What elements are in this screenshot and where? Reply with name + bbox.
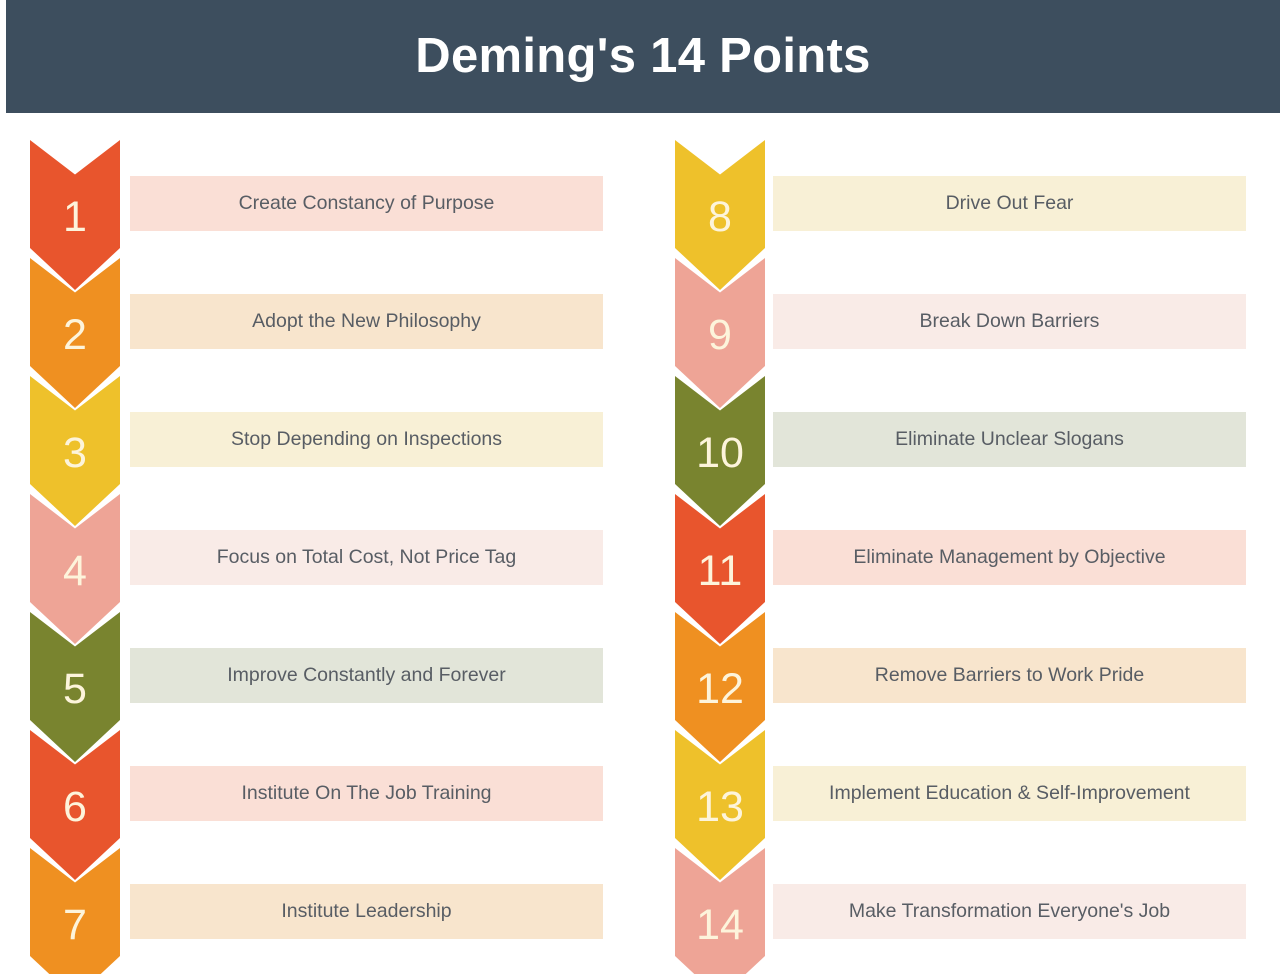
- point-label-bar[interactable]: Stop Depending on Inspections: [130, 412, 603, 467]
- point-row: Remove Barriers to Work Pride 12: [644, 612, 1280, 762]
- point-label-bar[interactable]: Drive Out Fear: [773, 176, 1246, 231]
- page-title: Deming's 14 Points: [415, 29, 871, 83]
- point-label-bar[interactable]: Remove Barriers to Work Pride: [773, 648, 1246, 703]
- point-number: 6: [63, 782, 87, 831]
- point-row: Create Constancy of Purpose 1: [0, 140, 640, 290]
- point-row: Improve Constantly and Forever 5: [0, 612, 640, 762]
- point-number: 10: [696, 428, 744, 477]
- point-number: 14: [696, 900, 744, 949]
- point-label: Focus on Total Cost, Not Price Tag: [216, 546, 517, 569]
- point-label: Make Transformation Everyone's Job: [848, 900, 1171, 923]
- point-label: Create Constancy of Purpose: [238, 192, 495, 215]
- point-label: Drive Out Fear: [945, 192, 1074, 215]
- point-row: Make Transformation Everyone's Job 14: [644, 848, 1280, 974]
- point-row: Stop Depending on Inspections 3: [0, 376, 640, 526]
- point-label: Institute On The Job Training: [241, 782, 492, 805]
- point-label: Adopt the New Philosophy: [252, 310, 481, 333]
- point-label-bar[interactable]: Implement Education & Self-Improvement: [773, 766, 1246, 821]
- point-number: 5: [63, 664, 87, 713]
- point-label: Institute Leadership: [281, 900, 452, 923]
- point-number: 9: [708, 310, 732, 359]
- point-number: 3: [63, 428, 87, 477]
- point-label-bar[interactable]: Institute Leadership: [130, 884, 603, 939]
- point-row: Adopt the New Philosophy 2: [0, 258, 640, 408]
- point-label-bar[interactable]: Eliminate Unclear Slogans: [773, 412, 1246, 467]
- point-number: 1: [63, 192, 87, 241]
- point-number: 7: [63, 900, 87, 949]
- point-row: Drive Out Fear 8: [644, 140, 1280, 290]
- point-label-bar[interactable]: Focus on Total Cost, Not Price Tag: [130, 530, 603, 585]
- point-row: Institute On The Job Training 6: [0, 730, 640, 880]
- header-band: Deming's 14 Points: [6, 0, 1280, 113]
- point-label-bar[interactable]: Improve Constantly and Forever: [130, 648, 603, 703]
- point-label: Implement Education & Self-Improvement: [829, 782, 1190, 805]
- point-label-bar[interactable]: Make Transformation Everyone's Job: [773, 884, 1246, 939]
- point-number: 11: [697, 546, 743, 595]
- chevron-marker-icon[interactable]: 8: [675, 140, 765, 290]
- point-row: Eliminate Management by Objective 11: [644, 494, 1280, 644]
- point-label: Remove Barriers to Work Pride: [874, 664, 1145, 687]
- point-row: Institute Leadership 7: [0, 848, 640, 974]
- point-label: Eliminate Management by Objective: [853, 546, 1166, 569]
- point-label: Improve Constantly and Forever: [227, 664, 506, 687]
- point-number: 12: [696, 664, 744, 713]
- point-number: 4: [63, 546, 87, 595]
- point-label: Stop Depending on Inspections: [230, 428, 503, 451]
- point-number: 13: [696, 782, 744, 831]
- point-row: Break Down Barriers 9: [644, 258, 1280, 408]
- point-number: 2: [63, 310, 87, 359]
- point-label-bar[interactable]: Adopt the New Philosophy: [130, 294, 603, 349]
- point-label: Break Down Barriers: [919, 310, 1100, 333]
- point-label-bar[interactable]: Eliminate Management by Objective: [773, 530, 1246, 585]
- point-label: Eliminate Unclear Slogans: [895, 428, 1124, 451]
- point-label-bar[interactable]: Create Constancy of Purpose: [130, 176, 603, 231]
- point-label-bar[interactable]: Break Down Barriers: [773, 294, 1246, 349]
- point-number: 8: [708, 192, 732, 241]
- point-label-bar[interactable]: Institute On The Job Training: [130, 766, 603, 821]
- chevron-marker-icon[interactable]: 1: [30, 140, 120, 290]
